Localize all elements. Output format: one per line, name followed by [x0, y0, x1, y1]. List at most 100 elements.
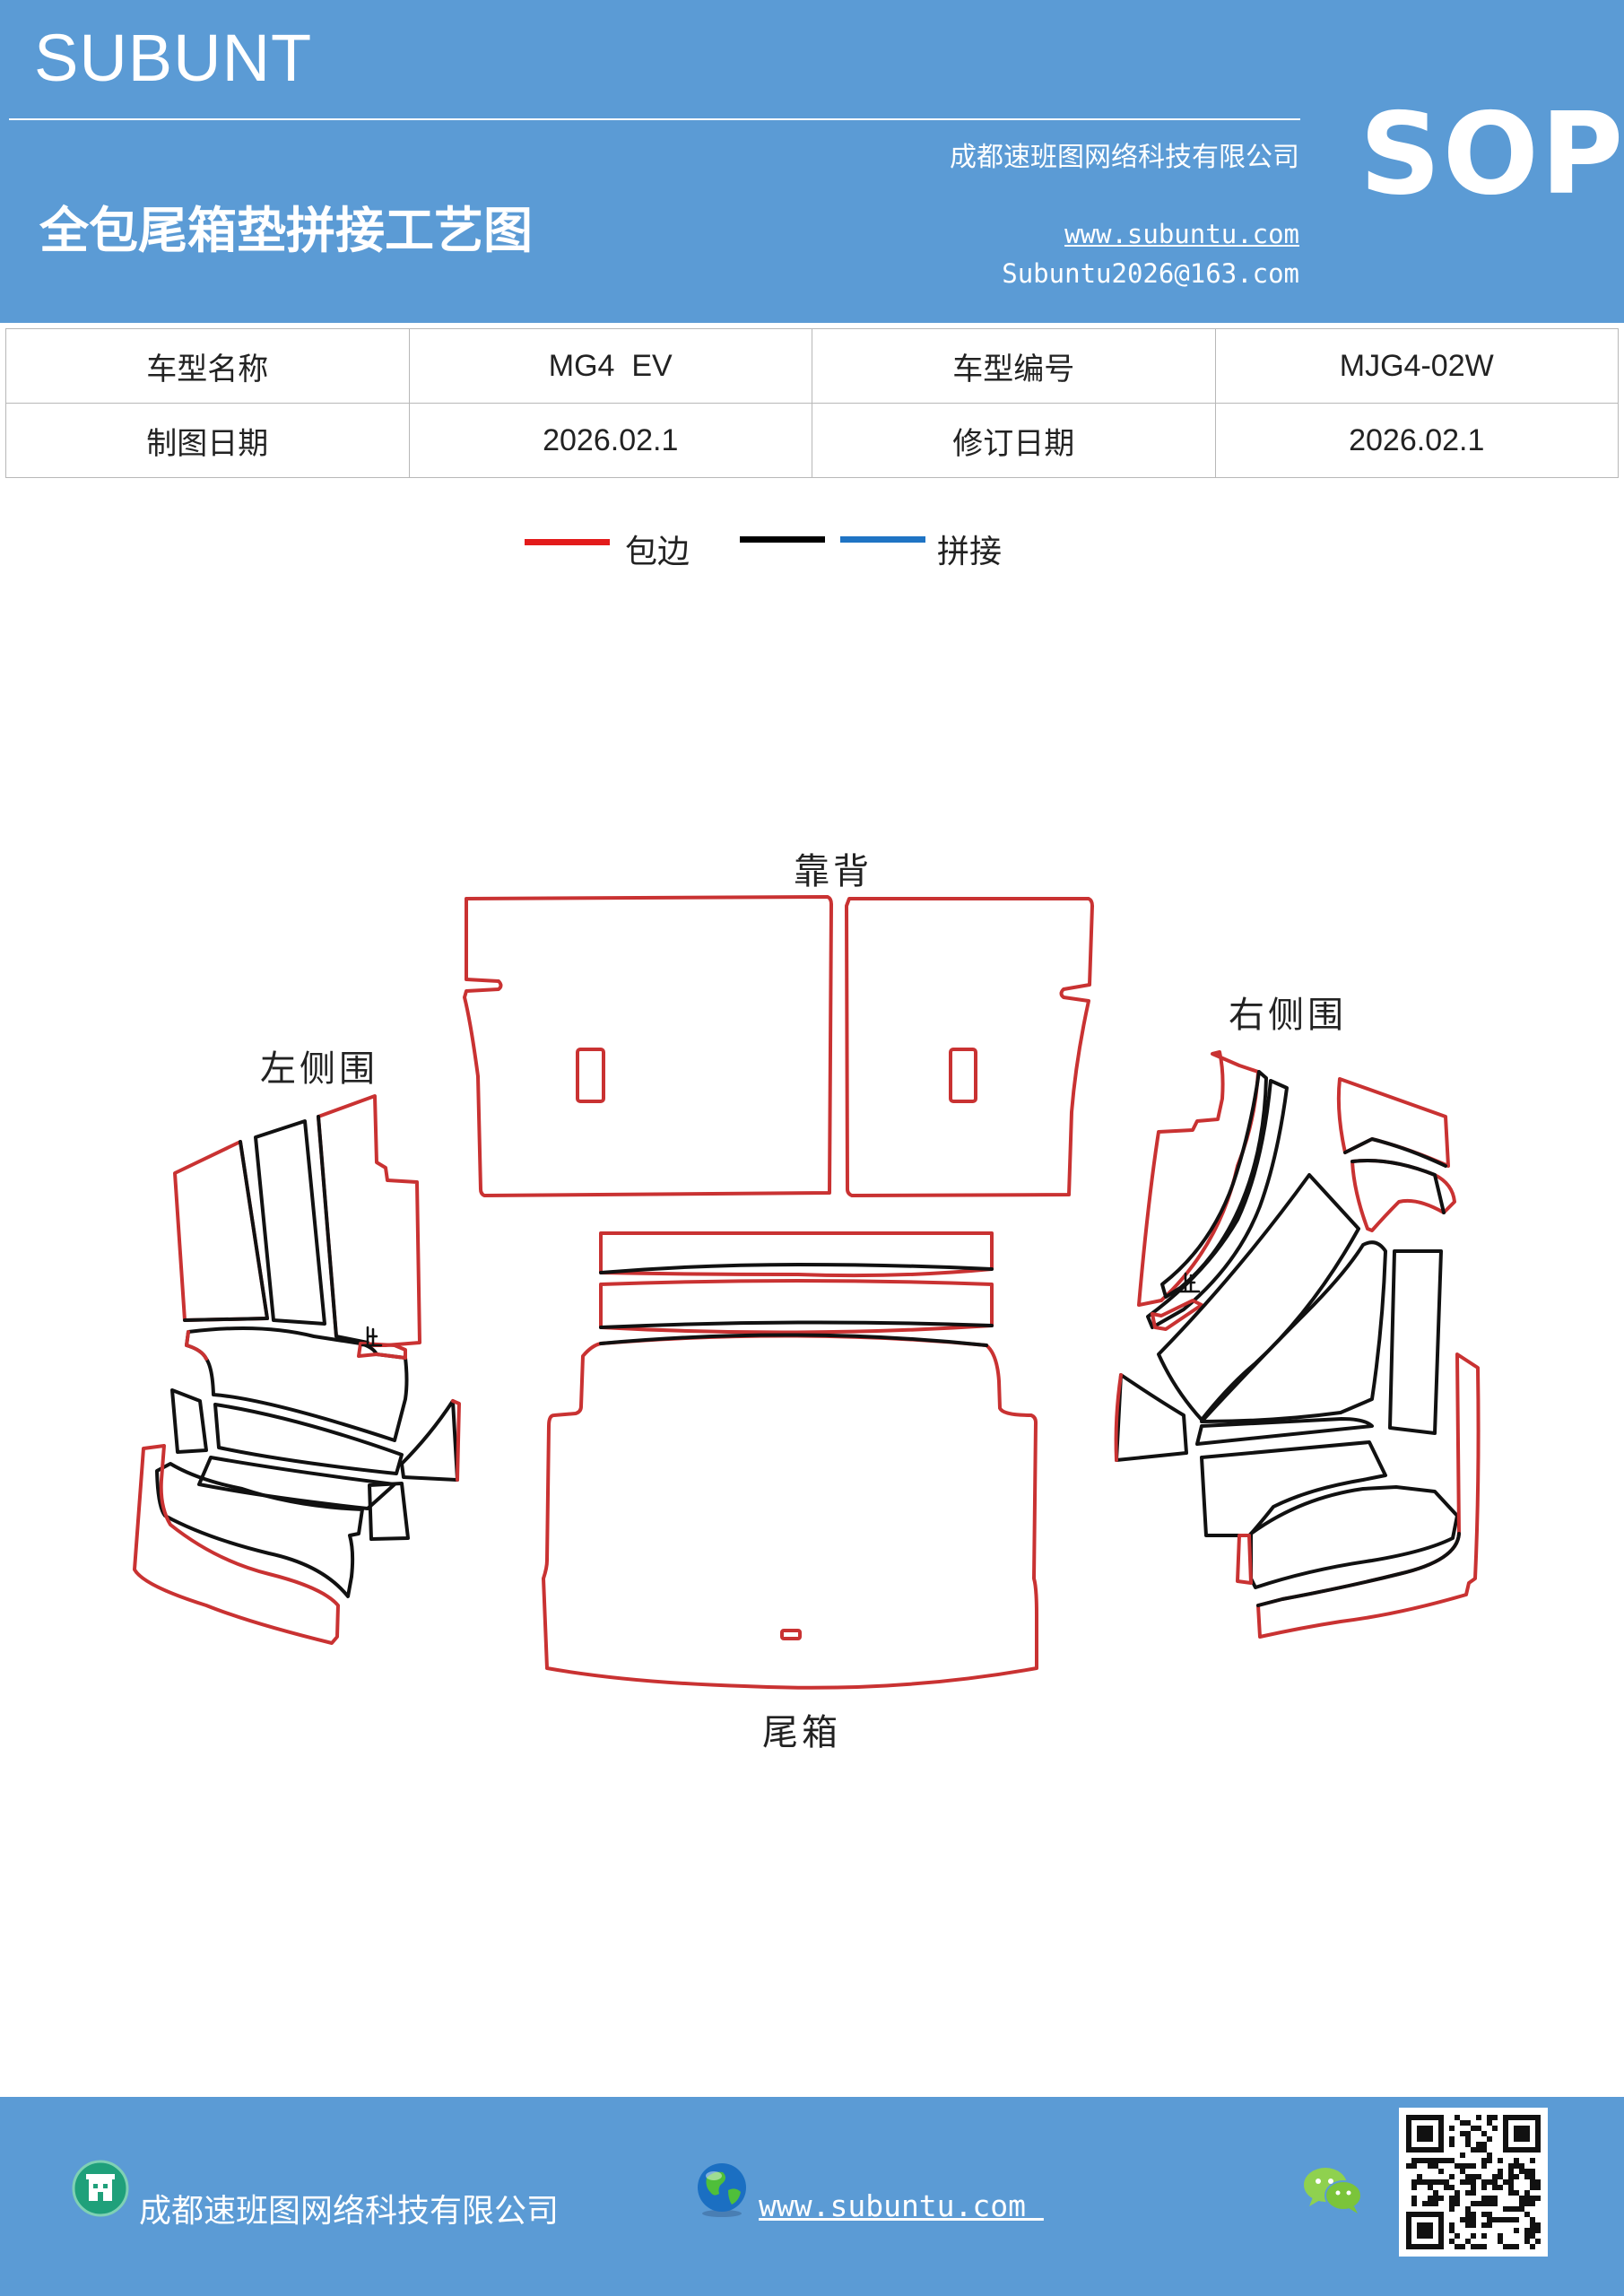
qr-module [1498, 2185, 1503, 2190]
qr-module [1535, 2131, 1541, 2136]
qr-module [1428, 2228, 1433, 2233]
qr-module [1471, 2163, 1476, 2169]
qr-module [1498, 2233, 1503, 2239]
qr-module [1503, 2179, 1508, 2185]
qr-module [1438, 2212, 1444, 2217]
qr-module [1433, 2179, 1438, 2185]
qr-module [1428, 2185, 1433, 2190]
qr-module [1417, 2212, 1422, 2217]
qr-module [1438, 2179, 1444, 2185]
qr-code[interactable] [1399, 2108, 1548, 2257]
qr-module [1471, 2174, 1476, 2179]
qr-module [1417, 2115, 1422, 2120]
qr-module [1422, 2136, 1428, 2142]
qr-module [1471, 2147, 1476, 2152]
qr-module [1417, 2222, 1422, 2228]
qr-module [1465, 2163, 1471, 2169]
qr-module [1449, 2228, 1455, 2233]
qr-module [1524, 2239, 1530, 2244]
qr-module [1514, 2228, 1519, 2233]
qr-module [1476, 2126, 1481, 2131]
qr-module [1514, 2206, 1519, 2212]
qr-module [1449, 2126, 1455, 2131]
right-top-piece-seam [1343, 1137, 1447, 1168]
qr-module [1519, 2163, 1524, 2169]
qr-module [1455, 2163, 1460, 2169]
website-link[interactable]: www.subuntu.com [1064, 219, 1299, 249]
qr-module [1514, 2163, 1519, 2169]
qr-module [1508, 2185, 1514, 2190]
qr-module [1465, 2190, 1471, 2196]
qr-module [1519, 2147, 1524, 2152]
vehicle-info-table: 车型名称 MG4 EV 车型编号 MJG4-02W 制图日期 2026.02.1… [5, 328, 1619, 478]
qr-module [1481, 2212, 1487, 2217]
qr-module [1503, 2206, 1508, 2212]
qr-module [1514, 2126, 1519, 2131]
stop-marks [360, 1272, 1201, 1347]
qr-module [1438, 2120, 1444, 2126]
qr-module [1519, 2206, 1524, 2212]
right-stop-tab [1151, 1299, 1203, 1331]
qr-module [1406, 2147, 1411, 2152]
qr-module [1535, 2115, 1541, 2120]
qr-module [1476, 2201, 1481, 2206]
qr-module [1471, 2190, 1476, 2196]
right-lower-strip [1195, 1417, 1374, 1446]
qr-module [1428, 2163, 1433, 2169]
backrest-right-slot [949, 1048, 977, 1103]
qr-module [1417, 2136, 1422, 2142]
table-row: 车型名称 MG4 EV 车型编号 MJG4-02W [5, 328, 1619, 404]
qr-module [1460, 2120, 1465, 2126]
qr-module [1444, 2185, 1449, 2190]
qr-module [1422, 2131, 1428, 2136]
header-banner: SUBUNT 全包尾箱垫拼接工艺图 成都速班图网络科技有限公司 www.subu… [0, 0, 1624, 323]
qr-module [1519, 2169, 1524, 2174]
qr-module [1449, 2136, 1455, 2142]
qr-module [1503, 2115, 1508, 2120]
qr-module [1524, 2212, 1530, 2217]
revision-date-label: 修订日期 [812, 403, 1216, 478]
qr-module [1508, 2163, 1514, 2169]
qr-module [1438, 2228, 1444, 2233]
qr-module [1530, 2158, 1535, 2163]
qr-module [1471, 2201, 1476, 2206]
qr-module [1406, 2212, 1411, 2217]
qr-module [1406, 2120, 1411, 2126]
qr-module [1471, 2222, 1476, 2228]
qr-module [1492, 2196, 1498, 2201]
qr-module [1487, 2120, 1492, 2126]
qr-module [1433, 2201, 1438, 2206]
qr-module [1471, 2212, 1476, 2217]
qr-module [1438, 2115, 1444, 2120]
qr-module [1428, 2233, 1433, 2239]
left-outer-panel [133, 1444, 340, 1645]
qr-module [1428, 2147, 1433, 2152]
model-name-label: 车型名称 [5, 328, 410, 404]
footer-website-link[interactable]: www.subuntu.com [759, 2188, 1044, 2223]
qr-module [1519, 2115, 1524, 2120]
qr-module [1422, 2147, 1428, 2152]
qr-module [1530, 2217, 1535, 2222]
qr-module [1406, 2239, 1411, 2244]
qr-module [1465, 2136, 1471, 2142]
qr-module [1487, 2196, 1492, 2201]
qr-module [1503, 2142, 1508, 2147]
qr-module [1508, 2244, 1514, 2249]
right-curved-panel [1200, 1240, 1387, 1423]
qr-module [1411, 2212, 1417, 2217]
right-side-panels [1114, 1050, 1481, 1639]
qr-module [1417, 2147, 1422, 2152]
qr-module [1498, 2169, 1503, 2174]
qr-module [1438, 2147, 1444, 2152]
qr-module [1519, 2196, 1524, 2201]
qr-module [1481, 2244, 1487, 2249]
qr-module [1535, 2222, 1541, 2228]
qr-module [1530, 2228, 1535, 2233]
qr-module [1476, 2115, 1481, 2120]
qr-module [1428, 2126, 1433, 2131]
wechat-icon[interactable] [1302, 2163, 1365, 2217]
qr-module [1503, 2136, 1508, 2142]
qr-module [1438, 2239, 1444, 2244]
qr-module [1514, 2217, 1519, 2222]
trunk-strip-2-seam [599, 1320, 994, 1329]
